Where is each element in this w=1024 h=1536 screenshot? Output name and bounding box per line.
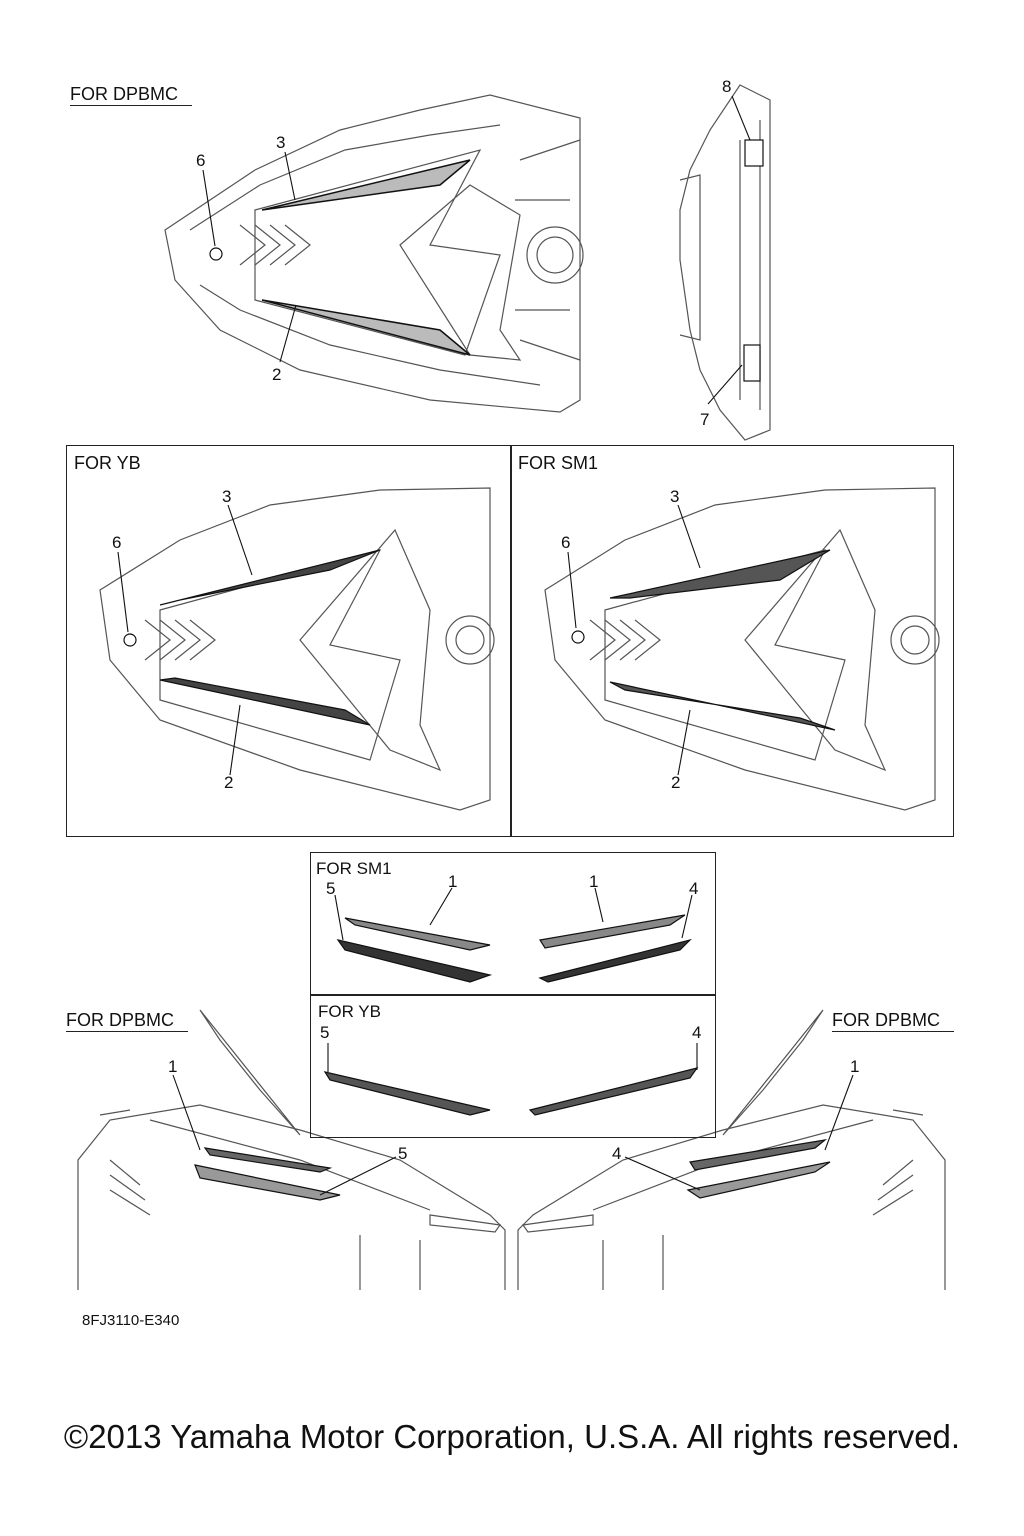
diagram-code: 8FJ3110-E340 xyxy=(82,1312,180,1329)
callout-4: 4 xyxy=(612,1144,622,1163)
callout-1: 1 xyxy=(589,872,599,891)
panel-sm1 xyxy=(510,445,954,837)
callout-3: 3 xyxy=(276,133,286,152)
panel-small-sm1 xyxy=(310,852,716,996)
callout-1: 1 xyxy=(850,1057,860,1076)
callout-3: 3 xyxy=(670,487,680,506)
copyright-notice: ©2013 Yamaha Motor Corporation, U.S.A. A… xyxy=(63,1418,961,1455)
label-mid-left: FOR YB xyxy=(74,453,141,473)
callout-4: 4 xyxy=(689,879,699,898)
label-bottom-left: FOR DPBMC xyxy=(66,1011,188,1032)
panel-small-yb xyxy=(310,994,716,1138)
callout-7: 7 xyxy=(700,410,710,429)
callout-2: 2 xyxy=(224,773,234,792)
sled-left-drawing xyxy=(77,1009,506,1290)
callout-2: 2 xyxy=(272,365,282,384)
label-top-left: FOR DPBMC xyxy=(70,85,192,106)
label-small-bottom: FOR YB xyxy=(318,1002,381,1021)
callout-6: 6 xyxy=(561,533,571,552)
callout-1: 1 xyxy=(168,1057,178,1076)
callout-6: 6 xyxy=(196,151,206,170)
label-mid-right: FOR SM1 xyxy=(518,453,599,473)
callout-4: 4 xyxy=(692,1023,702,1042)
hood-side-drawing xyxy=(679,84,771,441)
callout-5: 5 xyxy=(326,879,336,898)
callout-2: 2 xyxy=(671,773,681,792)
callout-1: 1 xyxy=(448,872,458,891)
callout-5: 5 xyxy=(320,1023,330,1042)
callout-5: 5 xyxy=(398,1144,408,1163)
hood-sm1-drawing xyxy=(544,487,940,811)
label-bottom-right: FOR DPBMC xyxy=(832,1011,954,1032)
label-small-top: FOR SM1 xyxy=(316,859,392,878)
callout-3: 3 xyxy=(222,487,232,506)
callout-6: 6 xyxy=(112,533,122,552)
panel-yb xyxy=(66,445,512,837)
hood-top-drawing xyxy=(164,94,584,413)
callout-8: 8 xyxy=(722,77,732,96)
